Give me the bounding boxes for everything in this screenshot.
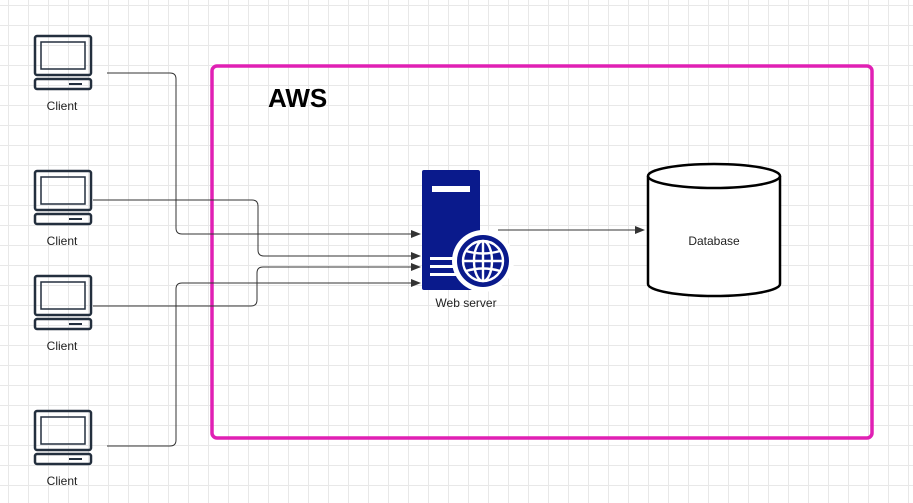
client-1-laptop-icon[interactable] (33, 34, 93, 91)
client-1-label: Client (46, 99, 78, 113)
aws-group-boundary[interactable] (210, 64, 874, 440)
client-4-laptop-icon[interactable] (33, 409, 93, 466)
client-2-label: Client (46, 234, 78, 248)
connector-client-1[interactable] (107, 72, 421, 238)
web-server-label: Web server (435, 296, 497, 310)
globe-icon (452, 230, 514, 292)
client-2-laptop-icon[interactable] (33, 169, 93, 226)
connector-client-3[interactable] (93, 263, 421, 307)
client-4-label: Client (46, 474, 78, 488)
database-label: Database (688, 234, 740, 248)
connectors (93, 72, 645, 447)
connector-client-4[interactable] (107, 279, 421, 447)
database-cylinder-icon[interactable] (646, 162, 782, 298)
connector-client-2[interactable] (93, 199, 421, 260)
aws-group-title: AWS (268, 83, 328, 113)
client-3-label: Client (46, 339, 78, 353)
client-3-laptop-icon[interactable] (33, 274, 93, 331)
